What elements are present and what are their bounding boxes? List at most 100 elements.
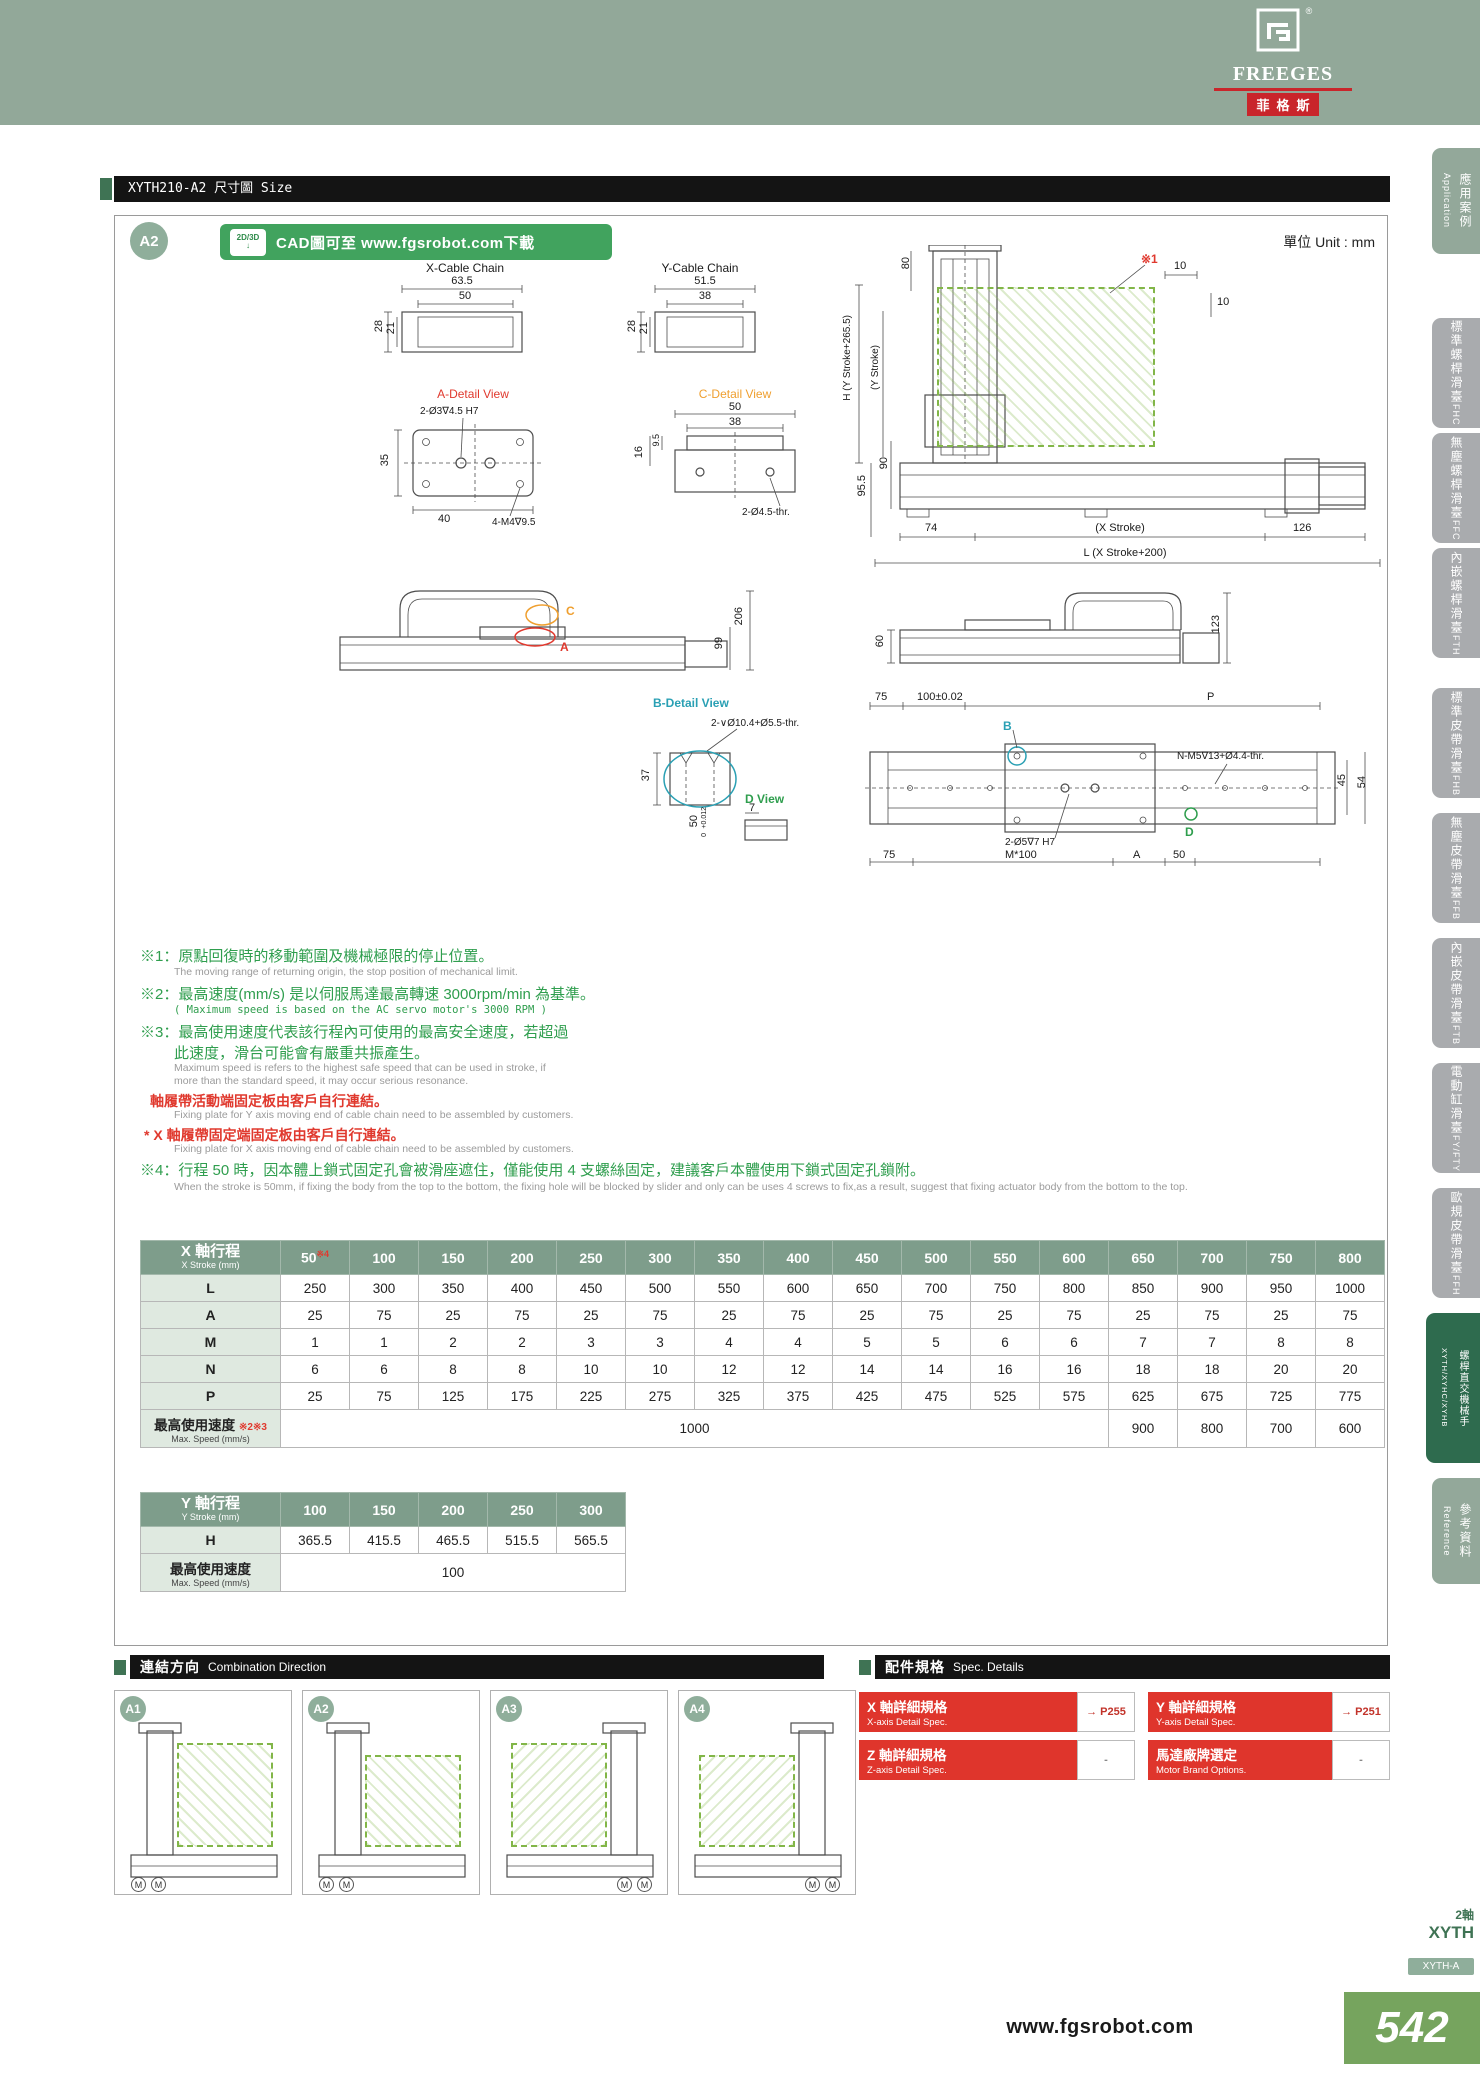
website-link[interactable]: www.fgsrobot.com xyxy=(1006,2016,1194,2038)
motor-symbol: M xyxy=(825,1877,840,1892)
cell: 75 xyxy=(625,1301,695,1329)
combination-diagram xyxy=(307,1719,477,1889)
tab-label-cn: 標準螺桿滑臺 xyxy=(1449,320,1463,405)
dim-label: 21 xyxy=(385,322,397,335)
cell: 275 xyxy=(625,1382,695,1410)
cell: 850 xyxy=(1108,1274,1178,1302)
col-header: 400 xyxy=(763,1240,833,1275)
detail-marker-a: A xyxy=(560,640,569,654)
note-line: 此速度，滑台可能會有嚴重共振產生。 xyxy=(174,1045,430,1062)
unit-label: 單位 Unit : mm xyxy=(1283,234,1375,250)
note-line: ※4：行程 50 時，因本體上鎖式固定孔會被滑座遮住，僅能使用 4 支螺絲固定，… xyxy=(140,1162,926,1179)
sidebar-item-fhc[interactable]: 標準螺桿滑臺FHC xyxy=(1432,318,1480,428)
cell: 18 xyxy=(1108,1355,1178,1383)
cell: 750 xyxy=(970,1274,1040,1302)
cell: 6 xyxy=(970,1328,1040,1356)
col-header: 300 xyxy=(625,1240,695,1275)
sidebar-item-ffh[interactable]: 歐規皮帶滑臺FFH xyxy=(1432,1188,1480,1298)
cell: 25 xyxy=(280,1382,350,1410)
col-header: 750 xyxy=(1246,1240,1316,1275)
tab-label-cn: 內嵌螺桿滑臺 xyxy=(1449,550,1463,635)
dim-label: 74 xyxy=(925,522,938,534)
sidebar-item-reference[interactable]: 參考資料Reference xyxy=(1432,1478,1480,1584)
cell: 75 xyxy=(1039,1301,1109,1329)
cad-2d3d-icon[interactable]: 2D/3D ↓ xyxy=(230,228,266,256)
cell: 75 xyxy=(901,1301,971,1329)
spec-title-en: Y-axis Detail Spec. xyxy=(1156,1717,1236,1728)
combination-badge: A1 xyxy=(120,1696,146,1722)
motor-symbol: M xyxy=(339,1877,354,1892)
dim-label: 206 xyxy=(733,607,745,626)
sidebar-item-ftb[interactable]: 內嵌皮帶滑臺FTB xyxy=(1432,938,1480,1048)
dim-label: 38 xyxy=(728,416,742,428)
speed-label-cn: 最高使用速度 xyxy=(170,1561,251,1577)
cell: 365.5 xyxy=(280,1526,350,1554)
motor-symbol: M xyxy=(319,1877,334,1892)
note-marker: ※4 xyxy=(316,1249,330,1260)
note-line: When the stroke is 50mm, if fixing the b… xyxy=(174,1181,1188,1193)
sidebar-item-xyth-active[interactable]: 螺桿直交機械手XYTH/XYHC/XYHB xyxy=(1426,1313,1480,1463)
spec-page-link[interactable]: → P251 xyxy=(1332,1692,1390,1732)
col-value: 50 xyxy=(300,1249,317,1266)
sidebar-item-fy-fty[interactable]: 電動缸滑臺FY/FTY xyxy=(1432,1063,1480,1173)
combination-diagram xyxy=(495,1719,665,1889)
sidebar-item-application[interactable]: 應用案例Application xyxy=(1432,148,1480,254)
brand-name-cn: 菲格斯 xyxy=(1247,93,1319,116)
tab-label-cn: 無塵皮帶滑臺 xyxy=(1449,816,1463,900)
spec-section-bar: 配件規格 Spec. Details xyxy=(875,1655,1390,1679)
dim-label: 21 xyxy=(638,322,650,335)
dim-label: 63.5 xyxy=(451,275,473,287)
series-block: 2軸 XYTH xyxy=(1320,1906,1474,1943)
dim-label: 16 xyxy=(633,446,645,459)
sidebar-item-fhb[interactable]: 標準皮帶滑臺FHB xyxy=(1432,688,1480,798)
dim-label: 50 xyxy=(688,815,700,828)
col-header: 200 xyxy=(418,1492,488,1527)
cad-download-banner[interactable]: 2D/3D ↓ CAD圖可至 www.fgsrobot.com下載 xyxy=(220,224,612,260)
note-line: ※1：原點回復時的移動範圍及機械極限的停止位置。 xyxy=(140,948,494,965)
cell: 25 xyxy=(280,1301,350,1329)
speed-row: 最高使用速度 Max. Speed (mm/s) 100 xyxy=(140,1553,626,1592)
cell: 950 xyxy=(1246,1274,1316,1302)
col-header: 250 xyxy=(556,1240,626,1275)
cell: 725 xyxy=(1246,1382,1316,1410)
tab-label-en: Application xyxy=(1442,173,1452,229)
dim-label: 60 xyxy=(874,635,886,648)
sidebar-item-ffb[interactable]: 無塵皮帶滑臺FFB xyxy=(1432,813,1480,923)
col-header: 250 xyxy=(487,1492,557,1527)
dim-label: 7 xyxy=(749,802,756,814)
cell: 5 xyxy=(832,1328,902,1356)
cell: 14 xyxy=(901,1355,971,1383)
hole-callout: 4-M4∇9.5 xyxy=(492,517,536,528)
spec-title-cn: Y 軸詳細規格 xyxy=(1156,1700,1237,1715)
cell: 25 xyxy=(694,1301,764,1329)
sidebar-item-fth[interactable]: 內嵌螺桿滑臺FTH xyxy=(1432,548,1480,658)
spec-page-link[interactable]: → P255 xyxy=(1077,1692,1135,1732)
tab-label-en: FFC xyxy=(1451,519,1461,541)
cell: 8 xyxy=(418,1355,488,1383)
sidebar-item-ffc[interactable]: 無塵螺桿滑臺FFC xyxy=(1432,433,1480,543)
brand-mark-icon xyxy=(1256,8,1300,52)
drawing-front-view: ※1 10 10 80 H (Y Stroke+265.5) (Y Stroke… xyxy=(842,245,1390,580)
drawing-c-detail: C-Detail View 50 38 9.5 16 2-Ø4.5-thr. xyxy=(630,388,840,533)
view-title: C-Detail View xyxy=(698,387,772,401)
section-title-en: Spec. Details xyxy=(953,1660,1024,1674)
cell: 16 xyxy=(970,1355,1040,1383)
spec-page-link: - xyxy=(1332,1740,1390,1780)
tab-label-cn: 內嵌皮帶滑臺 xyxy=(1449,941,1463,1025)
cell: 450 xyxy=(556,1274,626,1302)
dim-label: A xyxy=(1133,849,1141,861)
cell: 465.5 xyxy=(418,1526,488,1554)
dim-label: 38 xyxy=(698,290,712,302)
row-label: N xyxy=(140,1355,281,1383)
cad-icon-label: 2D/3D xyxy=(236,233,260,242)
cell: 125 xyxy=(418,1382,488,1410)
hole-callout: N-M5∇13+Ø4.4-thr. xyxy=(1177,751,1265,762)
cell: 75 xyxy=(1315,1301,1385,1329)
cell: 6 xyxy=(1039,1328,1109,1356)
dim-label: 54 xyxy=(1356,776,1368,789)
col-header: 100 xyxy=(349,1240,419,1275)
cell: 1 xyxy=(349,1328,419,1356)
